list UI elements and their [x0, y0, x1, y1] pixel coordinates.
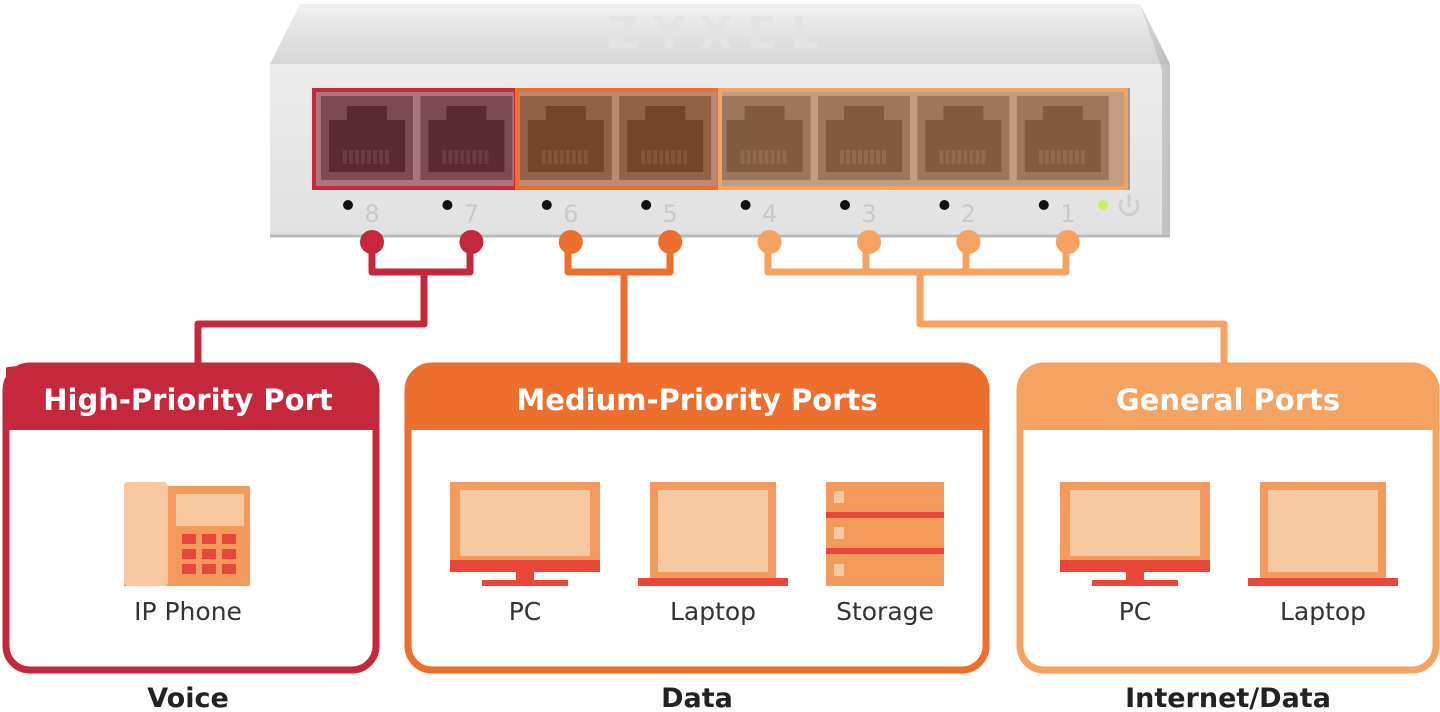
- medium-priority-group: Medium-Priority Ports PC Laptop Sto: [404, 362, 990, 674]
- port-number-6: 6: [563, 200, 578, 228]
- general-ports-box: [1016, 362, 1440, 674]
- general-ports-overlay: [718, 88, 1128, 190]
- port-number-5: 5: [663, 200, 678, 228]
- medium-priority-overlay: [515, 88, 721, 190]
- port-number-3: 3: [861, 200, 876, 228]
- port-led-4: [740, 200, 751, 210]
- device-label-laptop: Laptop: [670, 597, 756, 626]
- ethernet-port-4: [718, 96, 811, 180]
- device-label-storage: Storage: [836, 597, 934, 626]
- connector-dot-3: [857, 230, 881, 254]
- general-ports-title: General Ports: [1116, 383, 1340, 417]
- connector-dot-1: [1055, 230, 1080, 254]
- medium-priority-title: Medium-Priority Ports: [516, 383, 877, 417]
- port-led-5: [641, 200, 652, 210]
- port-number-2: 2: [961, 200, 976, 228]
- storage-icon: [826, 482, 944, 586]
- port-number-1: 1: [1060, 200, 1075, 228]
- medium-connector: [564, 238, 674, 374]
- medium-priority-box: [404, 362, 990, 674]
- port-number-4: 4: [762, 200, 777, 228]
- usage-label-data: Data: [661, 683, 733, 712]
- switch-top-panel: [270, 4, 1170, 64]
- connector-dot-5: [658, 230, 683, 254]
- high-priority-group: High-Priority Port IP Phone: [2, 362, 380, 674]
- ip-phone-icon: [124, 482, 250, 586]
- usage-label-voice: Voice: [147, 683, 229, 712]
- port-number-8: 8: [364, 200, 379, 228]
- port-led-3: [840, 200, 850, 210]
- medium-priority-header: [408, 366, 986, 430]
- connector-dot-2: [956, 230, 981, 254]
- ethernet-port-1: [1016, 96, 1109, 180]
- usage-label-internet-data: Internet/Data: [1125, 683, 1331, 712]
- high-priority-overlay: [312, 88, 518, 190]
- pc-icon: [1060, 482, 1210, 586]
- connector-dot-4: [757, 230, 782, 254]
- high-priority-box: [2, 362, 380, 674]
- switch-side-panel: [1140, 4, 1170, 236]
- device-label-laptop-general: Laptop: [1280, 597, 1366, 626]
- port-led-2: [939, 200, 950, 210]
- pc-icon: [450, 482, 600, 586]
- port-led-7: [442, 200, 453, 210]
- connector-dot-6: [558, 230, 583, 254]
- ethernet-port-5: [619, 96, 712, 180]
- connector-lines: [194, 238, 1228, 374]
- device-label-pc-general: PC: [1119, 597, 1152, 626]
- port-number-7: 7: [464, 200, 479, 228]
- high-priority-title: High-Priority Port: [43, 383, 333, 417]
- general-ports-group: General Ports PC Laptop: [1016, 362, 1440, 674]
- connector-dot-8: [360, 230, 384, 254]
- network-switch: ZYXEL 8 7 6 5 4 3 2 1: [270, 4, 1170, 238]
- ethernet-port-8: [321, 96, 413, 180]
- port-led-6: [541, 200, 552, 210]
- general-ports-header: [1020, 366, 1436, 430]
- device-label-pc: PC: [509, 597, 542, 626]
- ethernet-port-2: [917, 96, 1010, 180]
- ethernet-port-3: [818, 96, 910, 180]
- connector-dot-7: [459, 230, 484, 254]
- ethernet-port-7: [420, 96, 513, 180]
- switch-brand: ZYXEL: [607, 8, 833, 59]
- device-label-ip-phone: IP Phone: [134, 597, 242, 626]
- port-led-1: [1038, 200, 1049, 210]
- high-priority-header: [6, 366, 376, 430]
- laptop-icon: [638, 482, 788, 586]
- power-icon: [1118, 194, 1140, 217]
- general-connector: [764, 238, 1228, 374]
- port-led-8: [343, 200, 353, 210]
- high-connector: [194, 238, 474, 374]
- ethernet-port-6: [519, 96, 612, 180]
- laptop-icon: [1248, 482, 1398, 586]
- link-led: [1098, 200, 1108, 210]
